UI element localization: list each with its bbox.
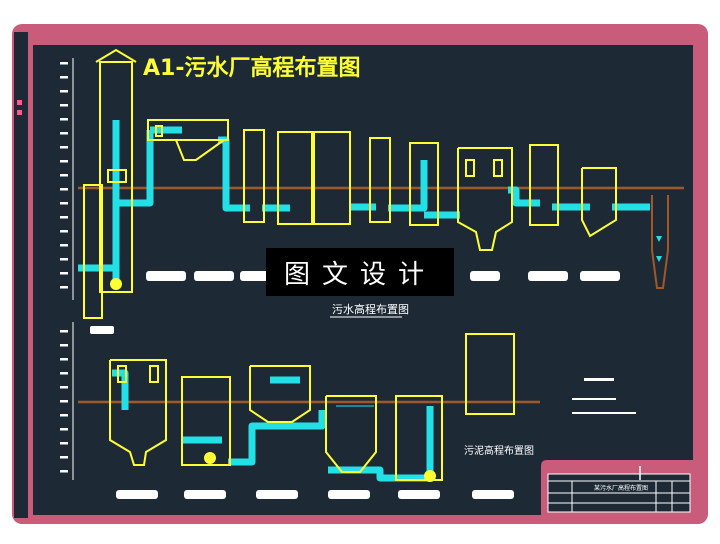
digester	[249, 365, 311, 423]
scale-tick	[60, 428, 68, 431]
scale-tick	[60, 146, 68, 149]
scale-tick	[60, 174, 68, 177]
scale-tick	[60, 344, 68, 347]
layer-dot	[17, 110, 22, 115]
scale-tick	[60, 160, 68, 163]
scale-tick	[60, 470, 68, 473]
drawing-notes	[572, 378, 636, 414]
lift-pump-tower	[83, 48, 137, 319]
scale-tick	[60, 230, 68, 233]
scale-tick	[60, 286, 68, 289]
elevation-scale-upper	[60, 58, 74, 300]
scale-tick	[60, 442, 68, 445]
scale-tick	[60, 358, 68, 361]
scale-tick	[60, 132, 68, 135]
scale-tick	[60, 62, 68, 65]
scale-tick	[60, 456, 68, 459]
elevation-scale-lower	[60, 322, 74, 480]
scale-tick	[60, 272, 68, 275]
scale-tick	[60, 76, 68, 79]
watermark: 图文设计	[266, 248, 454, 296]
primary-clarifier	[243, 129, 351, 225]
scale-tick	[60, 244, 68, 247]
unit-label-row-upper	[90, 271, 620, 334]
scale-tick	[60, 202, 68, 205]
layer-strip	[14, 32, 28, 518]
aeration-tank	[369, 137, 439, 226]
unit-label-row-lower	[116, 490, 514, 499]
sludge-storage	[181, 376, 231, 466]
scale-tick	[60, 400, 68, 403]
scale-tick	[60, 372, 68, 375]
scale-tick	[60, 258, 68, 261]
scale-tick	[60, 104, 68, 107]
title-block-label: 某污水厂高程布置图	[594, 484, 648, 492]
scale-tick	[60, 386, 68, 389]
scale-tick	[60, 216, 68, 219]
section-label-sludge: 污泥高程布置图	[464, 444, 534, 457]
dewatering-tank	[325, 395, 443, 482]
section-label-sewage: 污水高程布置图	[332, 302, 409, 316]
scale-tick	[60, 90, 68, 93]
outfall-markers	[656, 236, 662, 262]
filter-tank	[529, 144, 617, 238]
scale-tick	[60, 330, 68, 333]
drawing-title: A1-污水厂高程布置图	[143, 55, 360, 81]
outfall-channel	[651, 195, 669, 289]
secondary-clarifier	[457, 147, 513, 251]
gravity-thickener	[109, 359, 167, 466]
scale-tick	[60, 118, 68, 121]
scale-tick	[60, 414, 68, 417]
scale-tick	[60, 188, 68, 191]
title-block	[541, 460, 693, 515]
layer-dot	[17, 100, 22, 105]
sludge-cake-bin	[465, 333, 515, 415]
grit-chamber	[147, 119, 229, 161]
